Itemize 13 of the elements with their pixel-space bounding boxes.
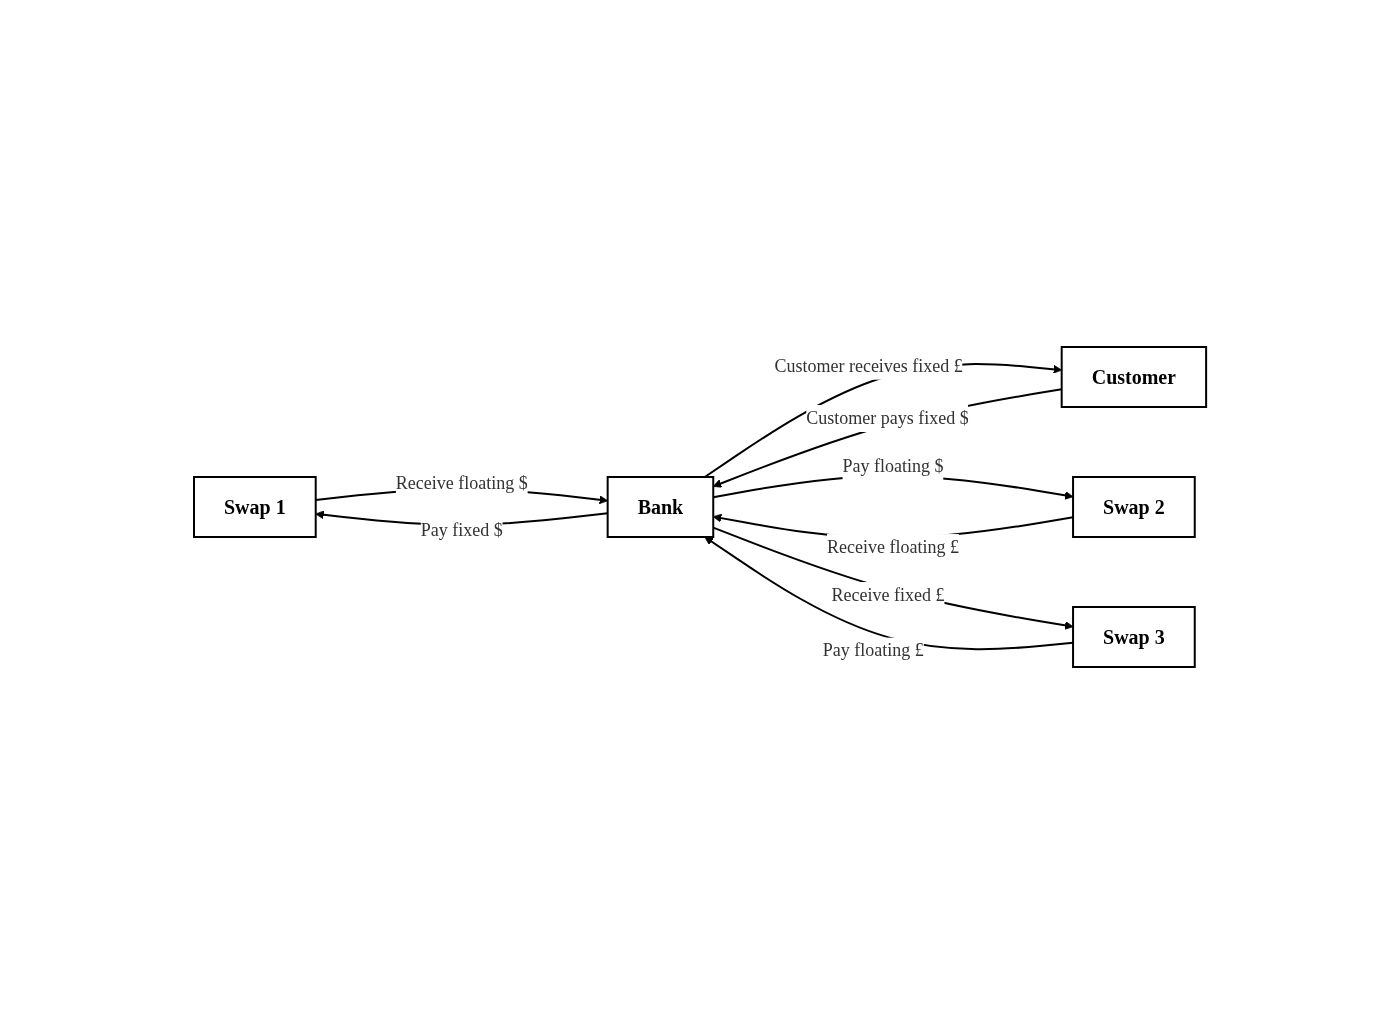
node-box: Swap 1 bbox=[192, 475, 317, 538]
node-box: Customer bbox=[1060, 345, 1208, 408]
node-box: Bank bbox=[606, 475, 715, 538]
edge-label: Receive floating $ bbox=[395, 472, 528, 493]
edge-label: Customer pays fixed $ bbox=[806, 407, 969, 428]
edge-label: Pay fixed $ bbox=[420, 519, 503, 540]
edge-label: Receive fixed £ bbox=[831, 584, 945, 605]
node-box: Swap 3 bbox=[1072, 605, 1196, 668]
edge-label: Pay floating £ bbox=[822, 639, 924, 660]
edge-label: Customer receives fixed £ bbox=[774, 355, 963, 376]
edge-label: Pay floating $ bbox=[842, 455, 944, 476]
edge-label: Receive floating £ bbox=[826, 536, 959, 557]
node-box: Swap 2 bbox=[1072, 475, 1196, 538]
